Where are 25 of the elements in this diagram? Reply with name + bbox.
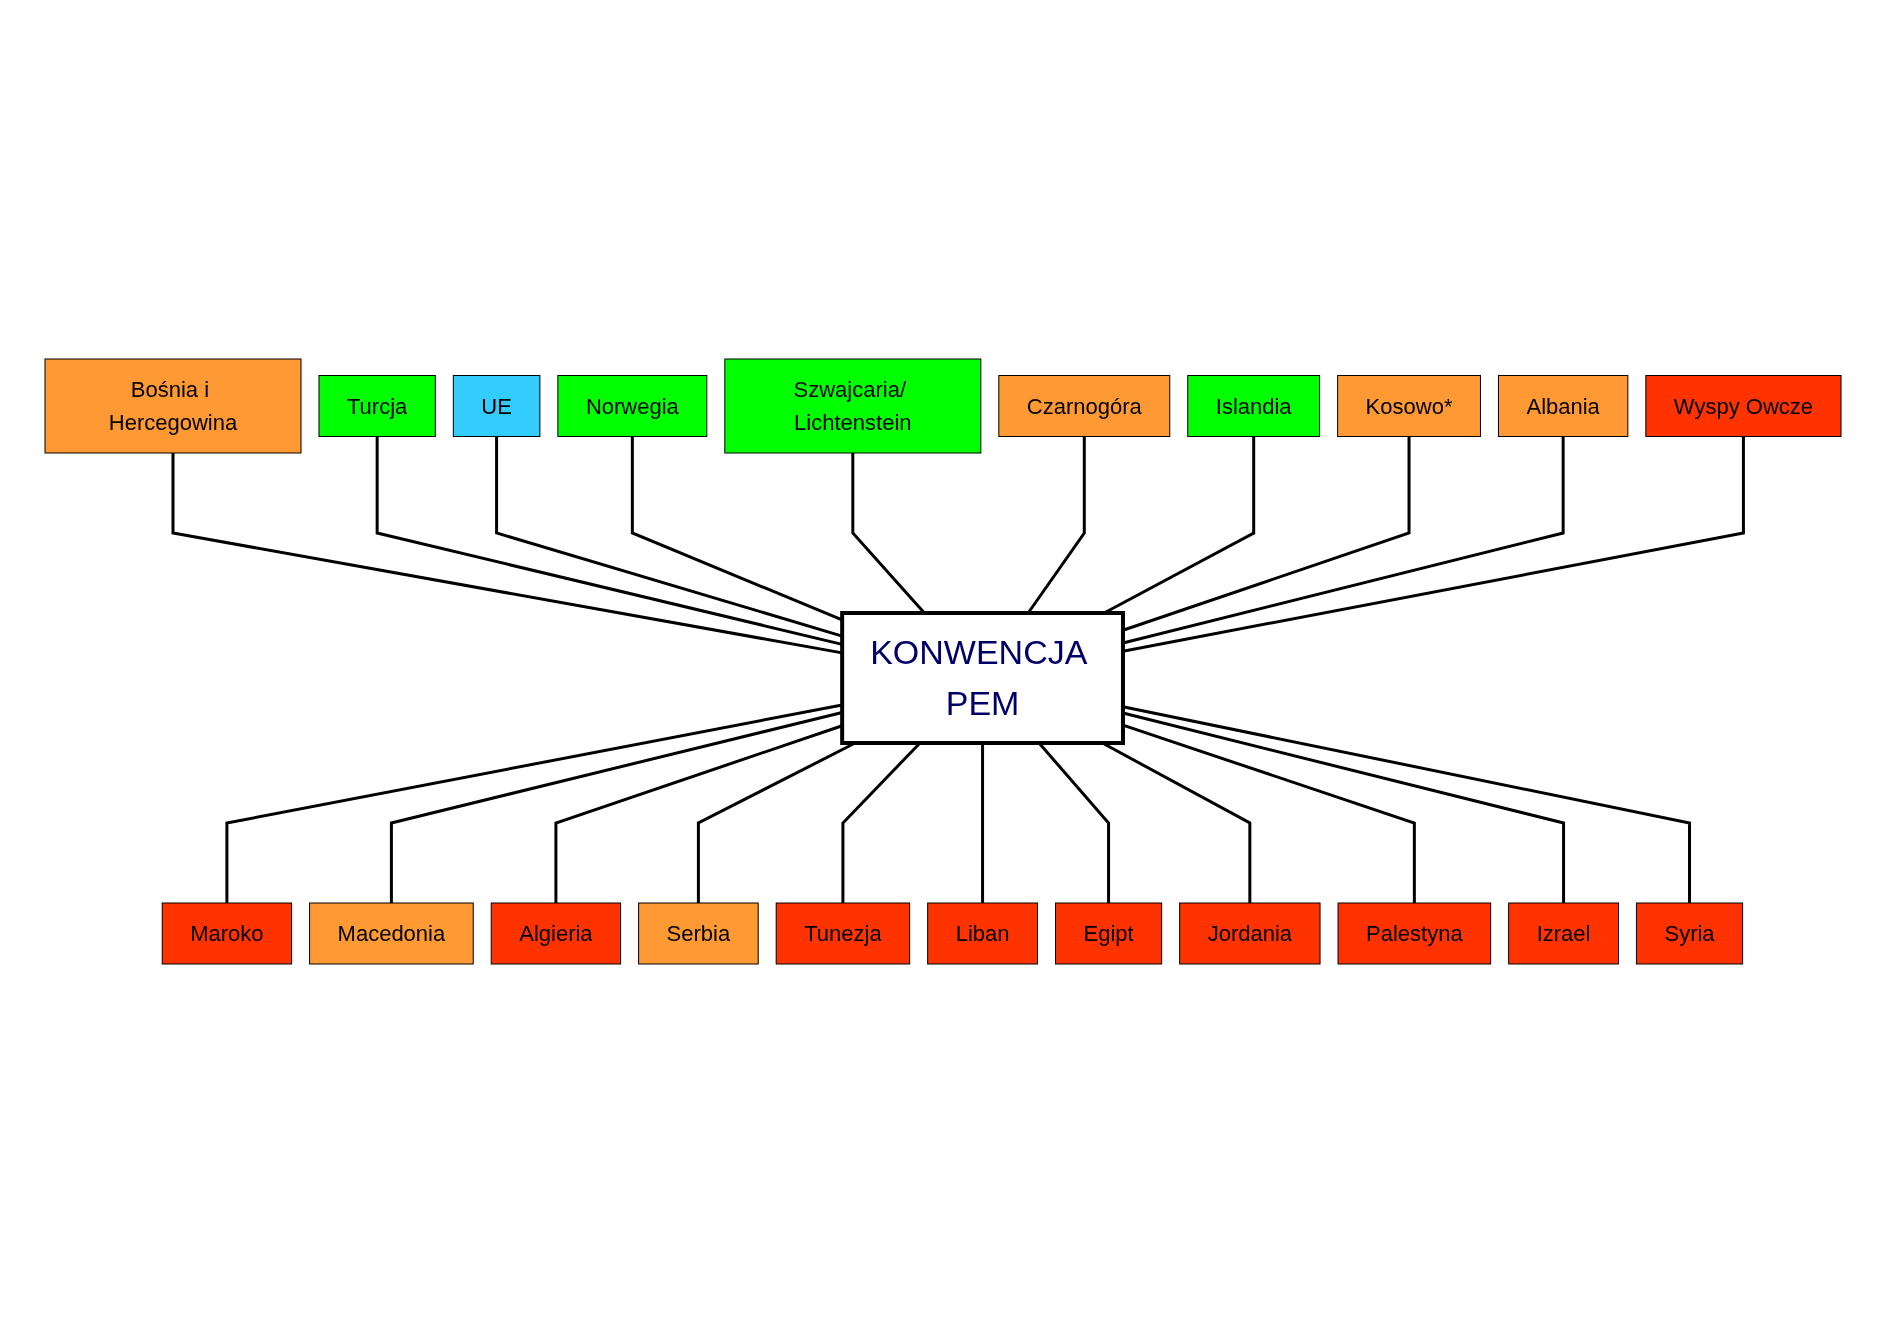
node-box: Egipt bbox=[1054, 902, 1162, 965]
node-box: Norwegia bbox=[556, 375, 707, 437]
node-box: Jordania bbox=[1178, 902, 1321, 965]
node-box: Szwajcaria/ Lichtenstein bbox=[723, 358, 981, 454]
node-box: Serbia bbox=[637, 902, 759, 965]
node-box: Wyspy Owcze bbox=[1644, 375, 1841, 437]
node-box: Algieria bbox=[490, 902, 621, 965]
node-box: Islandia bbox=[1186, 375, 1320, 437]
node-box: Liban bbox=[926, 902, 1038, 965]
connector bbox=[980, 743, 984, 903]
node-box: Syria bbox=[1635, 902, 1743, 965]
connector bbox=[850, 453, 925, 614]
node-box: Izrael bbox=[1507, 902, 1619, 965]
node-box: Czarnogóra bbox=[997, 375, 1170, 437]
node-box: Tunezja bbox=[775, 902, 910, 965]
node-box: Turcja bbox=[318, 375, 436, 437]
node-box: UE bbox=[452, 375, 540, 437]
connector bbox=[1026, 436, 1086, 614]
node-box: Kosowo* bbox=[1336, 375, 1481, 437]
node-box: Palestyna bbox=[1337, 902, 1491, 965]
node-box: Albania bbox=[1497, 375, 1628, 437]
node-box: Macedonia bbox=[308, 902, 474, 965]
node-box: Bośnia i Hercegowina bbox=[44, 358, 301, 454]
node-box: Maroko bbox=[161, 902, 292, 965]
node-box: KONWENCJA PEM bbox=[839, 611, 1125, 745]
